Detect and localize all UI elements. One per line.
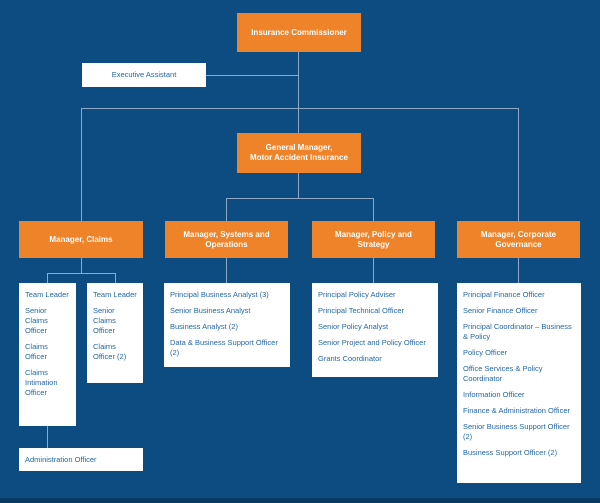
connector-line bbox=[226, 258, 227, 283]
staff-role: Senior Project and Policy Officer bbox=[318, 338, 426, 347]
staff-role: Business Support Officer (2) bbox=[463, 448, 558, 457]
staff-role: Office Services & Policy Coordinator bbox=[463, 364, 543, 383]
node-label: Insurance Commissioner bbox=[251, 27, 347, 37]
staff-role: Principal Policy Adviser bbox=[318, 290, 396, 299]
connector-line bbox=[47, 426, 48, 448]
node-executive-assistant: Executive Assistant bbox=[82, 63, 206, 87]
connector-line bbox=[81, 108, 519, 109]
node-label: Manager, Corporate Governance bbox=[480, 229, 557, 249]
staff-role: Grants Coordinator bbox=[318, 354, 382, 363]
connector-line bbox=[115, 273, 116, 283]
staff-role: Principal Technical Officer bbox=[318, 306, 405, 315]
staff-role: Claims Officer bbox=[25, 342, 48, 361]
staff-role: Data & Business Support Officer (2) bbox=[170, 338, 278, 357]
node-label: Executive Assistant bbox=[111, 70, 177, 79]
staff-role: Policy Officer bbox=[463, 348, 508, 357]
node-label: Manager, Systems and Operations bbox=[183, 229, 270, 249]
node-label: General Manager, Motor Accident Insuranc… bbox=[250, 143, 348, 162]
staff-role: Principal Coordinator – Business & Polic… bbox=[463, 322, 572, 341]
connector-line bbox=[47, 273, 115, 274]
staff-list-systems-operations: Principal Business Analyst (3) Senior Bus… bbox=[164, 283, 290, 367]
node-manager-corporate-governance: Manager, Corporate Governance bbox=[457, 221, 580, 258]
staff-role: Team Leader bbox=[25, 290, 69, 299]
staff-role: Finance & Administration Officer bbox=[463, 406, 570, 415]
node-label: Administration Officer bbox=[25, 454, 97, 464]
staff-role: Claims Officer (2) bbox=[93, 342, 127, 361]
staff-role: Senior Business Analyst bbox=[170, 306, 251, 315]
connector-line bbox=[518, 258, 519, 283]
staff-role: Senior Claims Officer bbox=[25, 306, 48, 335]
staff-role: Principal Business Analyst (3) bbox=[170, 290, 269, 299]
node-label: Manager, Policy and Strategy bbox=[335, 229, 412, 249]
staff-role: Senior Policy Analyst bbox=[318, 322, 389, 331]
staff-role: Information Officer bbox=[463, 390, 525, 399]
staff-role: Principal Finance Officer bbox=[463, 290, 545, 299]
connector-line bbox=[373, 198, 374, 221]
connector-line bbox=[373, 258, 374, 283]
connector-line bbox=[47, 273, 48, 283]
staff-role: Senior Business Support Officer (2) bbox=[463, 422, 570, 441]
connector-line bbox=[298, 173, 299, 198]
connector-line bbox=[226, 198, 374, 199]
connector-line bbox=[226, 198, 227, 221]
connector-line bbox=[205, 75, 298, 76]
node-insurance-commissioner: Insurance Commissioner bbox=[237, 13, 361, 52]
node-general-manager: General Manager, Motor Accident Insuranc… bbox=[237, 133, 361, 173]
connector-line bbox=[81, 258, 82, 273]
staff-role: Senior Finance Officer bbox=[463, 306, 538, 315]
node-administration-officer: Administration Officer bbox=[19, 448, 143, 471]
connector-line bbox=[298, 52, 299, 133]
staff-role: Senior Claims Officer bbox=[93, 306, 116, 335]
connector-line bbox=[518, 108, 519, 221]
staff-role: Claims Intimation Officer bbox=[25, 368, 58, 397]
staff-role: Team Leader bbox=[93, 290, 137, 299]
staff-role: Business Analyst (2) bbox=[170, 322, 238, 331]
node-manager-claims: Manager, Claims bbox=[19, 221, 143, 258]
node-label: Manager, Claims bbox=[49, 234, 113, 244]
node-manager-systems-operations: Manager, Systems and Operations bbox=[165, 221, 288, 258]
node-manager-policy-strategy: Manager, Policy and Strategy bbox=[312, 221, 435, 258]
connector-line bbox=[81, 108, 82, 221]
bottom-edge-strip bbox=[0, 498, 600, 503]
